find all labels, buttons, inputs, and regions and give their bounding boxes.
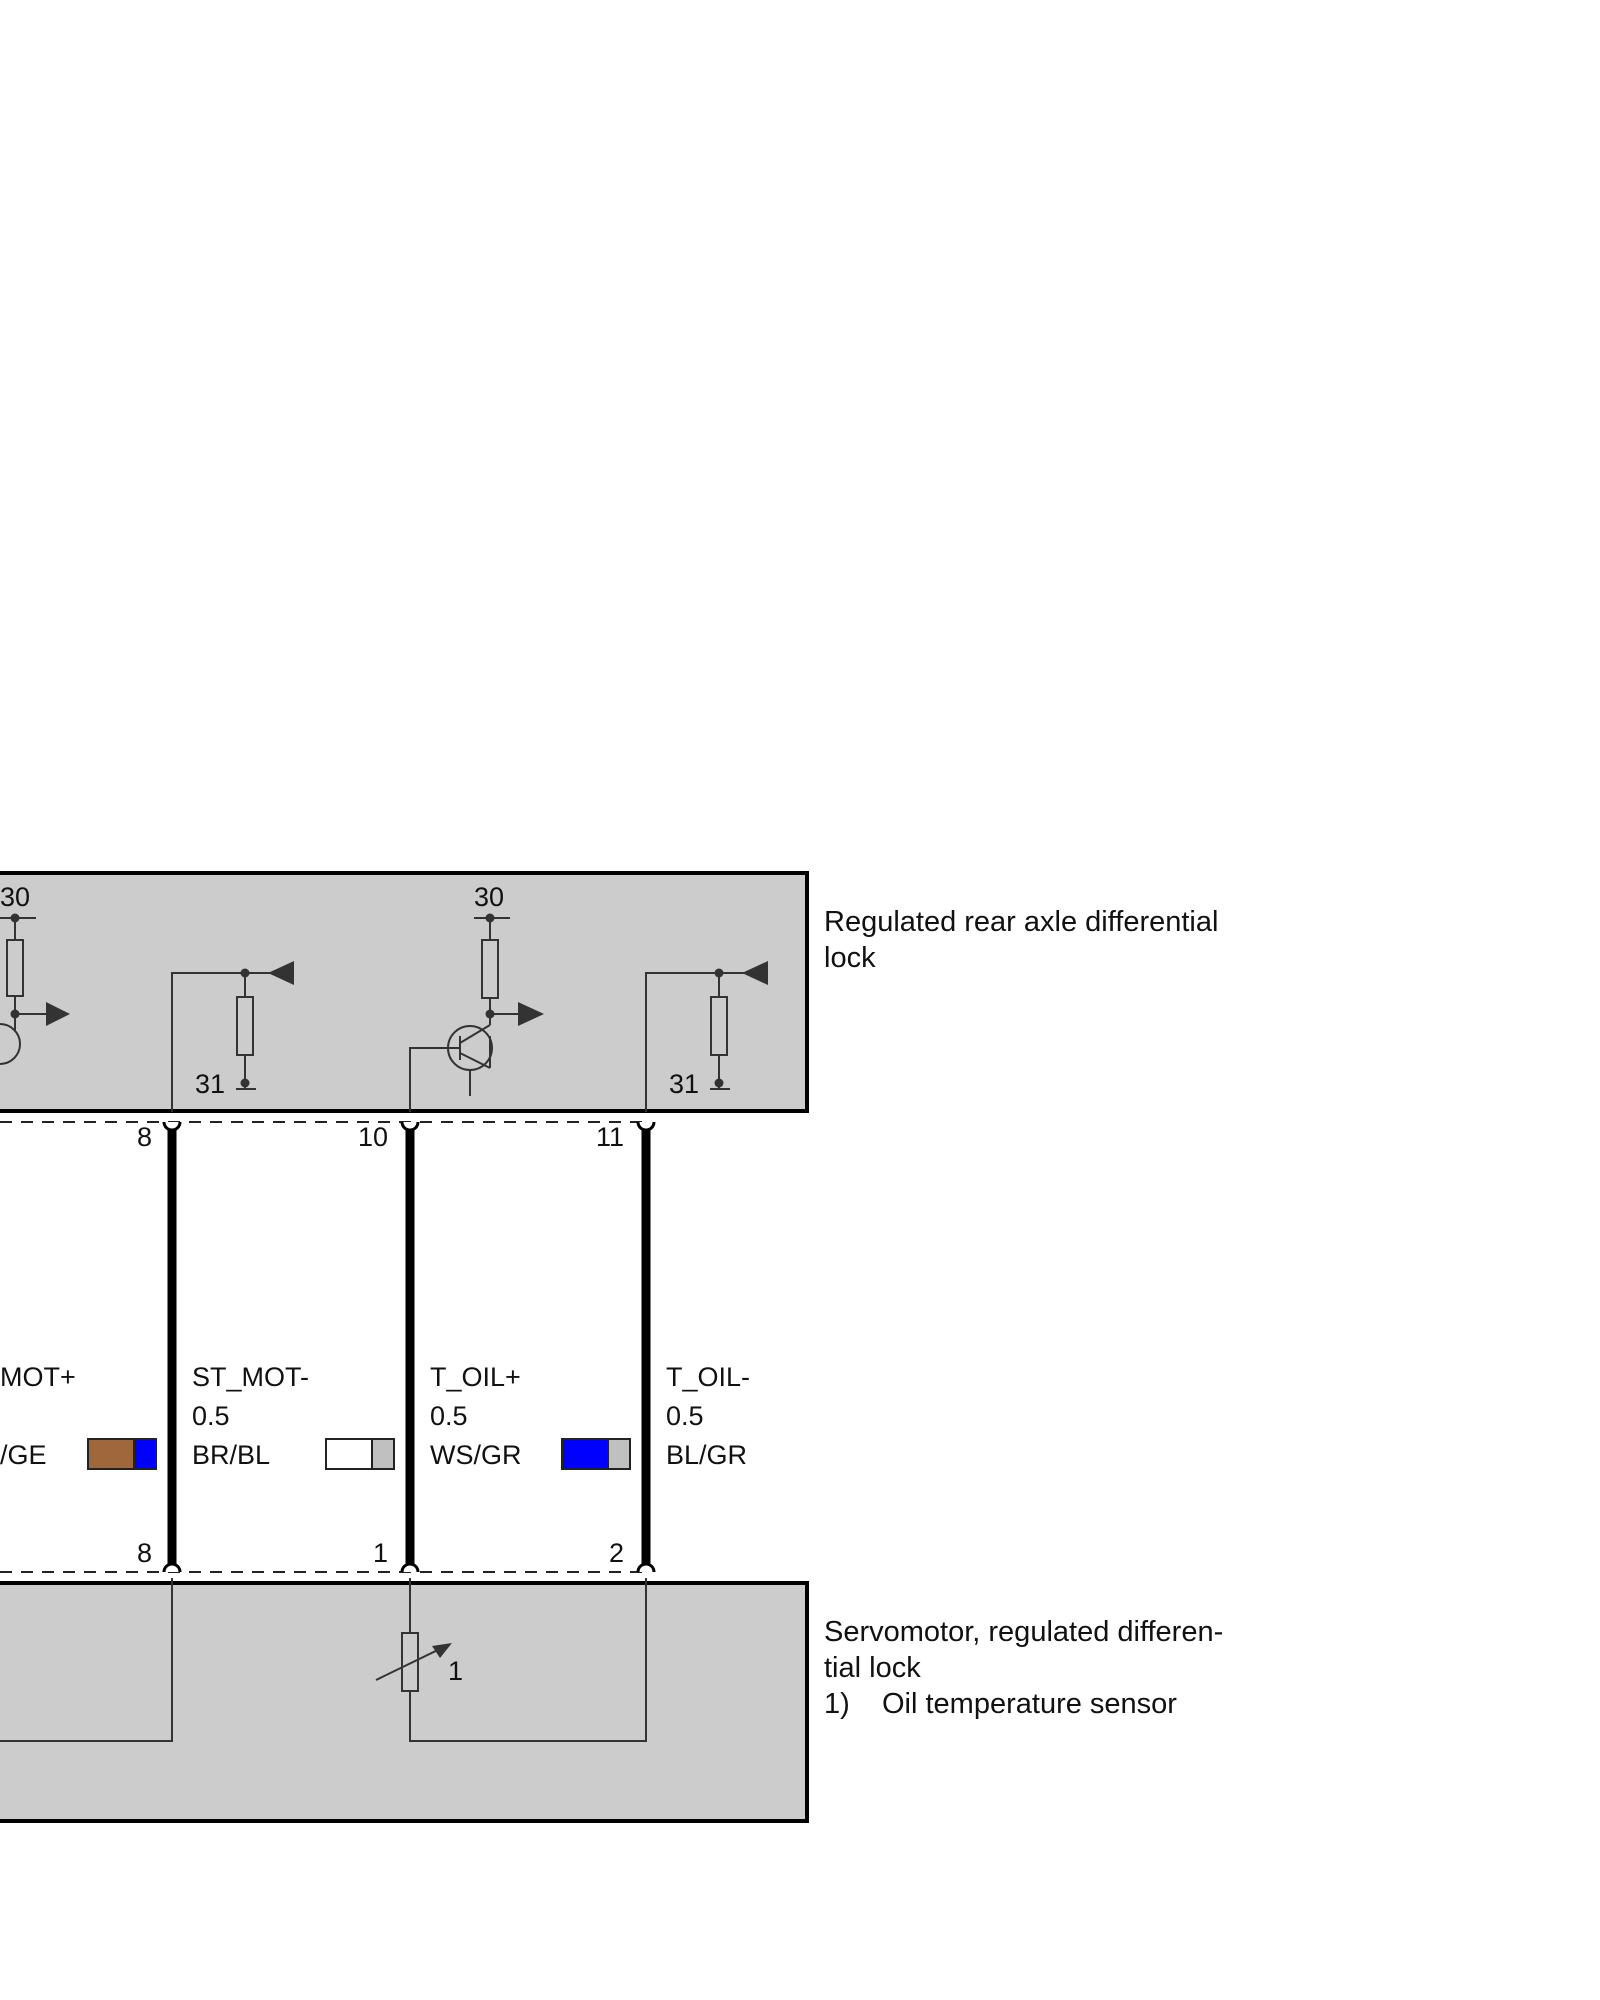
control-unit-caption: Regulated rear axle differential lock xyxy=(824,904,1284,976)
junction-dot xyxy=(485,913,495,923)
arrow-icon xyxy=(742,961,768,985)
upper-pin-label: 8 xyxy=(137,1122,152,1152)
junction-dot xyxy=(10,913,20,923)
wire-label-t-oil-minus: T_OIL- 0.5 BL/GR xyxy=(666,1362,750,1470)
junction-dot xyxy=(485,1009,495,1019)
wire-size-label: 0.5 xyxy=(192,1401,230,1431)
junction-dot xyxy=(240,968,250,978)
arrow-icon xyxy=(518,1002,544,1026)
wire-color-swatch-main xyxy=(561,1438,609,1470)
wire-label-mot-plus: MOT+ /GE xyxy=(0,1362,76,1470)
wire-color-swatch-stripe xyxy=(371,1438,395,1470)
servomotor-housing xyxy=(0,1581,809,1823)
junction-dot xyxy=(240,1078,250,1088)
arrow-icon xyxy=(268,961,294,985)
terminal-31-right-label: 31 xyxy=(669,1069,699,1099)
terminal-30-right-label: 30 xyxy=(474,882,504,912)
wire-signal-label: T_OIL+ xyxy=(430,1362,521,1392)
control-unit-caption-line: Regulated rear axle differential xyxy=(824,906,1219,938)
lower-pin-label: 2 xyxy=(609,1538,624,1568)
wire-label-st-mot-minus: ST_MOT- 0.5 BR/BL xyxy=(192,1362,309,1470)
wire-color-code: /GE xyxy=(0,1440,47,1470)
servomotor-caption-line: Servomotor, regulated differen- xyxy=(824,1616,1224,1648)
wire-color-code: BR/BL xyxy=(192,1440,270,1470)
connector-pin-arcs xyxy=(162,1121,656,1573)
servomotor-caption-line: tial lock xyxy=(824,1652,921,1684)
terminal-31-left-label: 31 xyxy=(195,1069,225,1099)
servomotor-note: 1) Oil temperature sensor xyxy=(824,1686,1284,1722)
sensor-ref-label: 1 xyxy=(448,1656,463,1686)
control-unit-housing xyxy=(0,871,809,1113)
arrow-icon xyxy=(46,1002,70,1026)
wire-signal-label: ST_MOT- xyxy=(192,1362,309,1392)
wire-color-code: BL/GR xyxy=(666,1440,747,1470)
terminal-30-left-label: 30 xyxy=(0,882,30,912)
wire-color-swatch-main xyxy=(87,1438,135,1470)
wire-size-label: 0.5 xyxy=(666,1401,704,1431)
servomotor-caption: Servomotor, regulated differen- tial loc… xyxy=(824,1614,1284,1722)
upper-pin-label: 10 xyxy=(358,1122,388,1152)
control-unit-pulldown-pin8 xyxy=(171,972,270,1112)
note-text: Oil temperature sensor xyxy=(882,1688,1177,1720)
wire-color-code: WS/GR xyxy=(430,1440,522,1470)
wire-label-t-oil-plus: T_OIL+ 0.5 WS/GR xyxy=(430,1362,522,1470)
wire-size-label: 0.5 xyxy=(430,1401,468,1431)
lower-pin-label: 8 xyxy=(137,1538,152,1568)
junction-dot xyxy=(10,1009,20,1019)
wire-color-swatch-stripe xyxy=(607,1438,631,1470)
wire-color-swatch-stripe xyxy=(133,1438,157,1470)
junction-dot xyxy=(714,1078,724,1088)
junction-dot xyxy=(714,968,724,978)
upper-pin-label: 11 xyxy=(596,1122,624,1152)
servomotor-internal-wiring xyxy=(0,1578,647,1742)
note-number: 1) xyxy=(824,1688,850,1720)
variable-resistor-arrow-icon xyxy=(432,1643,452,1658)
lower-pin-label: 1 xyxy=(373,1538,388,1568)
wire-signal-label: MOT+ xyxy=(0,1362,76,1392)
control-unit-caption-line: lock xyxy=(824,942,876,974)
wire-color-swatch-main xyxy=(325,1438,373,1470)
wire-signal-label: T_OIL- xyxy=(666,1362,750,1392)
control-unit-transistor-stage xyxy=(409,917,520,1112)
